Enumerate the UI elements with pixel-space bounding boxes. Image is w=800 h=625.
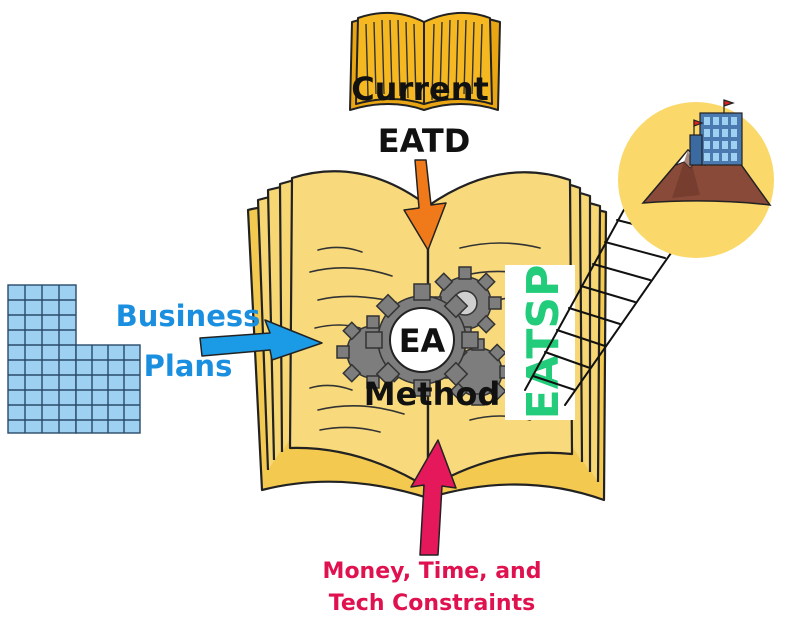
business-label: Business	[116, 299, 261, 333]
eatsp-box	[505, 265, 575, 420]
building-icon	[689, 112, 743, 166]
constraints-label-1: Money, Time, and	[323, 559, 542, 584]
plans-label: Plans	[144, 349, 233, 383]
eatsp-label: EATSP	[518, 265, 569, 420]
current-label: Current	[351, 70, 489, 108]
method-label: Method	[364, 375, 501, 413]
constraints-label-2: Tech Constraints	[329, 591, 535, 616]
business-plans-arrow	[199, 319, 323, 361]
top-book-icon	[349, 11, 501, 111]
constraints-arrow	[410, 439, 457, 556]
ea-label: EA	[399, 322, 446, 360]
page-lines	[309, 242, 549, 433]
business-building-icon	[7, 284, 141, 434]
eatd-arrow	[403, 159, 447, 251]
eatd-label: EATD	[378, 122, 471, 160]
flag-icon	[693, 99, 735, 135]
